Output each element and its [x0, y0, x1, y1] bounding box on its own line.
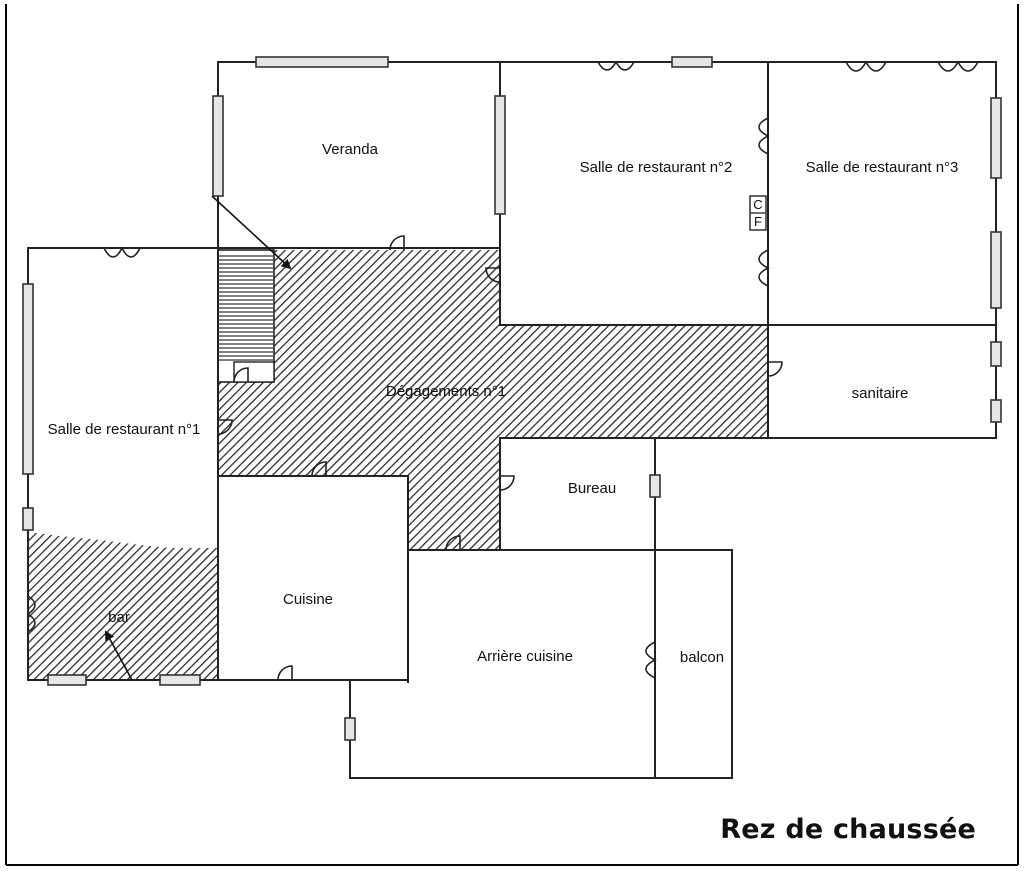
arrows [105, 195, 292, 681]
room-labels: Veranda Salle de restaurant n°2 Salle de… [48, 141, 959, 666]
room-label-salle-3: Salle de restaurant n°3 [806, 159, 959, 176]
bar-hatch [28, 532, 218, 680]
page-frame [5, 4, 1019, 866]
room-label-sanitaire: sanitaire [852, 385, 909, 402]
door-swings [217, 235, 783, 681]
room-label-degagements: Dégagements n°1 [386, 383, 506, 400]
cf-label-top: C [753, 197, 762, 212]
cf-cabinet: C F [749, 195, 767, 231]
staircase [217, 249, 275, 383]
room-label-bar: bar [108, 609, 130, 626]
plan-title: Rez de chaussée [720, 814, 976, 845]
room-label-veranda: Veranda [322, 141, 379, 158]
double-doors [26, 60, 979, 679]
room-label-arriere-cuisine: Arrière cuisine [477, 648, 573, 665]
windows [22, 56, 1002, 741]
bar-arrow [105, 630, 133, 681]
room-label-bureau: Bureau [568, 480, 616, 497]
degagements-hatch [218, 250, 768, 550]
room-label-salle-2: Salle de restaurant n°2 [580, 159, 733, 176]
room-label-balcon: balcon [680, 649, 724, 666]
cf-label-bottom: F [754, 214, 762, 229]
hatched-areas [28, 250, 768, 680]
stair-arrow [211, 195, 292, 270]
room-label-cuisine: Cuisine [283, 591, 333, 608]
room-label-salle-1: Salle de restaurant n°1 [48, 421, 201, 438]
